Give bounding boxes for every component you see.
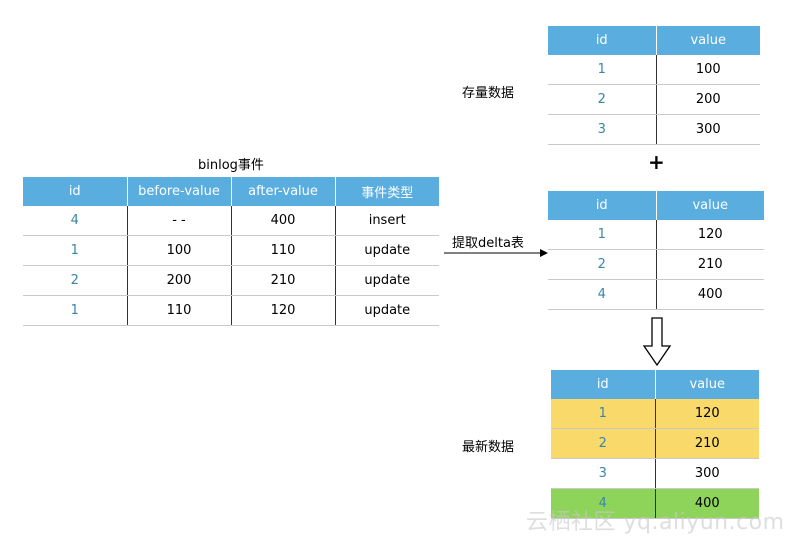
id-cell: 1 bbox=[23, 295, 128, 326]
binlog-title: binlog事件 bbox=[198, 158, 264, 173]
id-cell: 4 bbox=[548, 279, 657, 310]
table-row: 1 120 bbox=[551, 399, 759, 429]
plus-sign: + bbox=[648, 150, 665, 174]
value-cell: 400 bbox=[656, 279, 764, 310]
id-cell: 1 bbox=[548, 220, 657, 250]
stock-table: id value 1 100 2 200 3 300 bbox=[548, 26, 760, 145]
stock-header-row: id value bbox=[548, 26, 760, 55]
column-header: before-value bbox=[127, 177, 232, 206]
id-cell: 2 bbox=[548, 84, 657, 115]
id-cell: 4 bbox=[551, 488, 656, 519]
column-header: id bbox=[551, 370, 656, 399]
column-header: value bbox=[656, 26, 760, 55]
id-cell: 1 bbox=[551, 399, 656, 429]
event-type-cell: insert bbox=[335, 206, 439, 236]
down-arrow-icon bbox=[642, 317, 672, 367]
table-row: 4 - - 400 insert bbox=[23, 206, 439, 236]
column-header: id bbox=[548, 191, 657, 220]
id-cell: 3 bbox=[548, 114, 657, 145]
latest-label: 最新数据 bbox=[462, 440, 515, 455]
id-cell: 2 bbox=[551, 428, 656, 459]
table-row: 1 100 bbox=[548, 55, 760, 85]
value-cell: 300 bbox=[655, 458, 759, 489]
id-cell: 4 bbox=[23, 206, 128, 236]
id-cell: 1 bbox=[548, 55, 657, 85]
table-row: 4 400 bbox=[548, 279, 764, 310]
event-type-cell: update bbox=[335, 265, 439, 296]
column-header: 事件类型 bbox=[335, 177, 439, 206]
before-value-cell: - - bbox=[127, 206, 232, 236]
value-cell: 200 bbox=[656, 84, 760, 115]
after-value-cell: 400 bbox=[231, 206, 336, 236]
binlog-table: id before-value after-value 事件类型 4 - - 4… bbox=[23, 177, 439, 326]
after-value-cell: 110 bbox=[231, 235, 336, 266]
before-value-cell: 200 bbox=[127, 265, 232, 296]
column-header: id bbox=[23, 177, 128, 206]
binlog-header-row: id before-value after-value 事件类型 bbox=[23, 177, 439, 206]
id-cell: 2 bbox=[23, 265, 128, 296]
column-header: value bbox=[655, 370, 759, 399]
table-row: 2 210 bbox=[551, 428, 759, 459]
watermark: 云栖社区 yq.aliyun.com bbox=[526, 510, 785, 535]
before-value-cell: 110 bbox=[127, 295, 232, 326]
table-row: 2 210 bbox=[548, 249, 764, 280]
after-value-cell: 210 bbox=[231, 265, 336, 296]
id-cell: 2 bbox=[548, 249, 657, 280]
value-cell: 120 bbox=[655, 399, 759, 429]
column-header: value bbox=[656, 191, 764, 220]
value-cell: 210 bbox=[656, 249, 764, 280]
before-value-cell: 100 bbox=[127, 235, 232, 266]
table-row: 3 300 bbox=[548, 114, 760, 145]
id-cell: 3 bbox=[551, 458, 656, 489]
extract-delta-label: 提取delta表 bbox=[452, 236, 524, 251]
table-row: 3 300 bbox=[551, 458, 759, 489]
delta-table: id value 1 120 2 210 4 400 bbox=[548, 191, 764, 310]
id-cell: 1 bbox=[23, 235, 128, 266]
value-cell: 300 bbox=[656, 114, 760, 145]
stock-label: 存量数据 bbox=[462, 86, 515, 101]
value-cell: 210 bbox=[655, 428, 759, 459]
value-cell: 100 bbox=[656, 55, 760, 85]
value-cell: 120 bbox=[656, 220, 764, 250]
value-cell: 400 bbox=[655, 488, 759, 519]
latest-table: id value 1 120 2 210 3 300 4 400 bbox=[551, 370, 759, 519]
table-row: 1 100 110 update bbox=[23, 235, 439, 266]
column-header: id bbox=[548, 26, 657, 55]
table-row: 1 120 bbox=[548, 220, 764, 250]
after-value-cell: 120 bbox=[231, 295, 336, 326]
delta-header-row: id value bbox=[548, 191, 764, 220]
event-type-cell: update bbox=[335, 235, 439, 266]
right-arrow-icon bbox=[444, 249, 548, 257]
table-row: 2 200 bbox=[548, 84, 760, 115]
table-row: 4 400 bbox=[551, 488, 759, 519]
table-row: 2 200 210 update bbox=[23, 265, 439, 296]
column-header: after-value bbox=[231, 177, 336, 206]
latest-header-row: id value bbox=[551, 370, 759, 399]
table-row: 1 110 120 update bbox=[23, 295, 439, 326]
event-type-cell: update bbox=[335, 295, 439, 326]
